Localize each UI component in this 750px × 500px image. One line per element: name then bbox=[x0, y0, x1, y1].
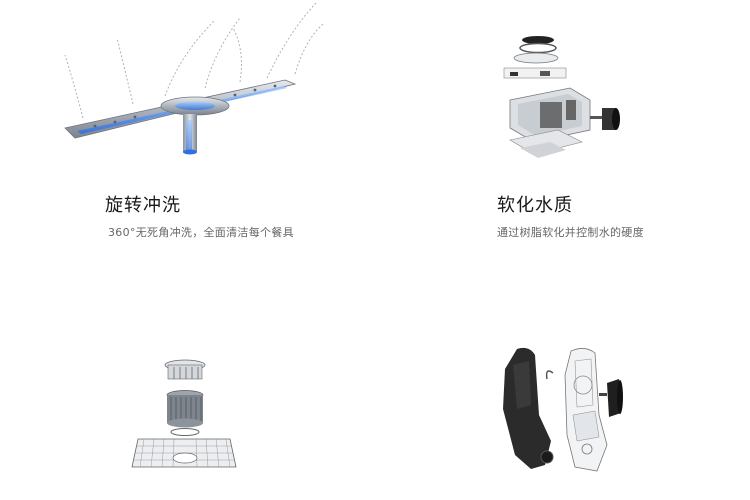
feature-description: 360°无死角冲洗，全面清洁每个餐具 bbox=[108, 226, 294, 239]
water-softener-illustration bbox=[503, 36, 620, 158]
spray-arm-illustration bbox=[64, 1, 324, 155]
feature-title: 旋转冲洗 bbox=[105, 195, 181, 216]
feature-title: 软化水质 bbox=[497, 195, 573, 216]
pump-housing-illustration bbox=[503, 347, 623, 472]
filter-assembly-illustration bbox=[131, 359, 237, 468]
feature-description: 通过树脂软化并控制水的硬度 bbox=[497, 226, 644, 239]
